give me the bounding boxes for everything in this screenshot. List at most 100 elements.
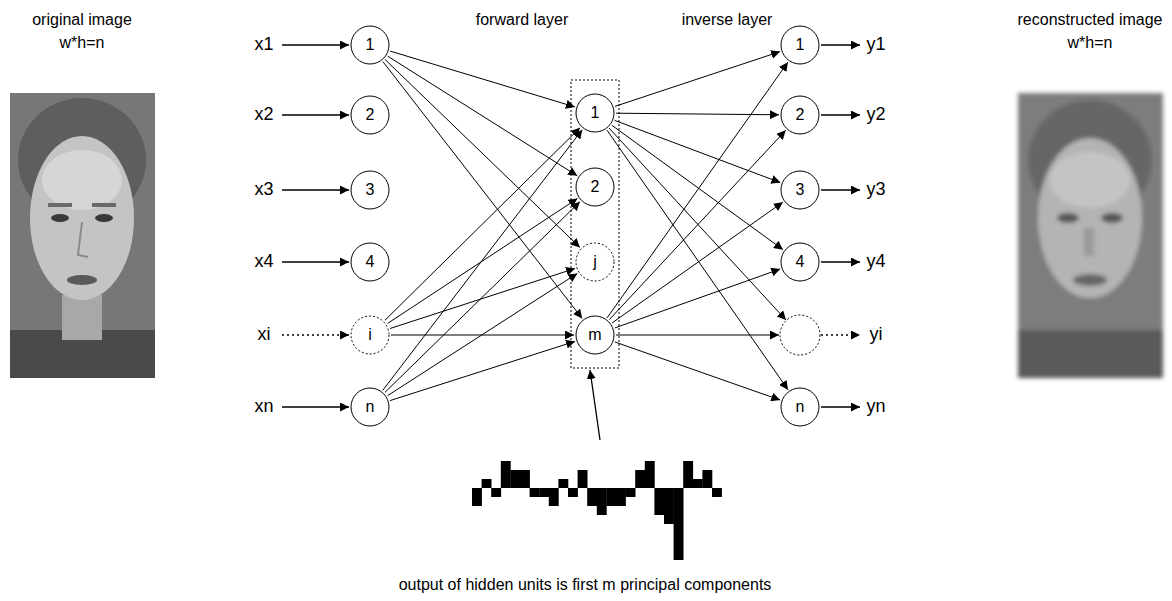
circle-shape — [351, 26, 389, 64]
component-bar — [510, 470, 520, 488]
circle-shape — [351, 171, 389, 209]
circle-shape — [576, 243, 614, 281]
hidden-unit: m — [575, 315, 615, 355]
unit-number: 4 — [796, 254, 805, 270]
component-bar — [587, 488, 597, 506]
input-arrow — [282, 189, 349, 190]
label-text: xn — [254, 397, 273, 417]
weight-connection — [383, 130, 582, 391]
weight-connection — [385, 60, 580, 248]
input-unit: n — [350, 387, 390, 427]
input-arrow — [282, 406, 349, 407]
output-arrow — [821, 189, 860, 190]
unit-number: n — [366, 399, 375, 415]
output-unit-blank — [780, 315, 820, 355]
image-ground — [10, 93, 155, 378]
label-text: x2 — [254, 105, 273, 125]
unit-number: 4 — [366, 254, 375, 270]
component-bar — [702, 470, 712, 488]
weight-connection — [390, 268, 575, 328]
weight-connection — [385, 128, 580, 321]
weight-connection — [609, 130, 785, 319]
component-bar — [482, 479, 492, 488]
label-text: forward layer — [476, 11, 568, 29]
weight-connection — [615, 120, 781, 182]
component-bar — [558, 479, 568, 488]
label-text: x1 — [254, 35, 273, 55]
component-bar — [664, 488, 674, 524]
component-bar — [654, 488, 664, 515]
component-bar — [645, 461, 655, 488]
weight-connection — [612, 125, 783, 249]
output-unit: 1 — [780, 25, 820, 65]
weight-connection — [385, 202, 580, 393]
output-unit: 2 — [780, 95, 820, 135]
component-bar — [472, 488, 482, 506]
weight-connection — [388, 199, 578, 324]
output-arrows — [821, 45, 860, 407]
input-arrow — [282, 334, 349, 335]
weight-line — [609, 128, 786, 320]
input-unit: 1 — [350, 25, 390, 65]
input-arrows — [282, 45, 349, 407]
input-arrow — [282, 44, 349, 45]
image-ground — [1018, 93, 1163, 378]
output-unit: 4 — [780, 242, 820, 282]
label-text: output of hidden units is first m princi… — [399, 576, 772, 594]
weight-connection — [390, 341, 575, 400]
component-bar — [501, 461, 511, 488]
circle-shape — [576, 168, 614, 206]
hidden-unit: j — [575, 242, 615, 282]
weight-connection — [615, 342, 780, 400]
weight-line — [616, 335, 779, 336]
unit-number: m — [588, 327, 601, 343]
circle-shape — [781, 388, 819, 426]
eye — [95, 214, 113, 222]
circle-shape — [576, 316, 614, 354]
weight-connection — [616, 113, 779, 115]
component-bar — [606, 488, 616, 506]
output-arrow — [821, 114, 860, 115]
unit-number: j — [593, 254, 597, 270]
face — [1038, 138, 1142, 298]
brow — [92, 203, 116, 207]
component-bar — [693, 479, 703, 488]
shirt — [1018, 330, 1163, 378]
label-text: x3 — [254, 180, 273, 200]
input-unit: 3 — [350, 170, 390, 210]
input-unit: 2 — [350, 95, 390, 135]
component-bar — [539, 488, 549, 497]
output-arrow — [821, 44, 860, 45]
weight-connection — [607, 130, 788, 390]
output-unit: n — [780, 387, 820, 427]
brow — [48, 203, 72, 207]
neck — [62, 295, 102, 340]
weight-connection — [390, 51, 575, 107]
label-text: original image — [32, 11, 132, 29]
output-arrow — [821, 406, 860, 407]
component-bar — [578, 470, 588, 488]
component-bar — [530, 488, 540, 497]
weight-connection — [383, 62, 582, 319]
weight-connection — [388, 56, 577, 176]
input-unit: 4 — [350, 242, 390, 282]
label-text: inverse layer — [682, 11, 773, 29]
label-text: y3 — [866, 180, 885, 200]
label-text: w*h=n — [1068, 34, 1113, 52]
label-text: w*h=n — [60, 34, 105, 52]
unit-number: 1 — [796, 37, 805, 53]
input-unit: i — [350, 315, 390, 355]
eye — [1101, 213, 1123, 223]
circle-shape — [781, 96, 819, 134]
component-bar — [674, 488, 684, 560]
circle-shape — [781, 171, 819, 209]
unit-number: 1 — [366, 37, 375, 53]
output-unit: 3 — [780, 170, 820, 210]
label-text: x4 — [254, 252, 273, 272]
mouth — [1073, 274, 1107, 286]
weight-connection — [388, 273, 578, 395]
pointer-arrow — [590, 370, 600, 440]
unit-number: 1 — [591, 105, 600, 121]
component-bar — [549, 488, 559, 506]
